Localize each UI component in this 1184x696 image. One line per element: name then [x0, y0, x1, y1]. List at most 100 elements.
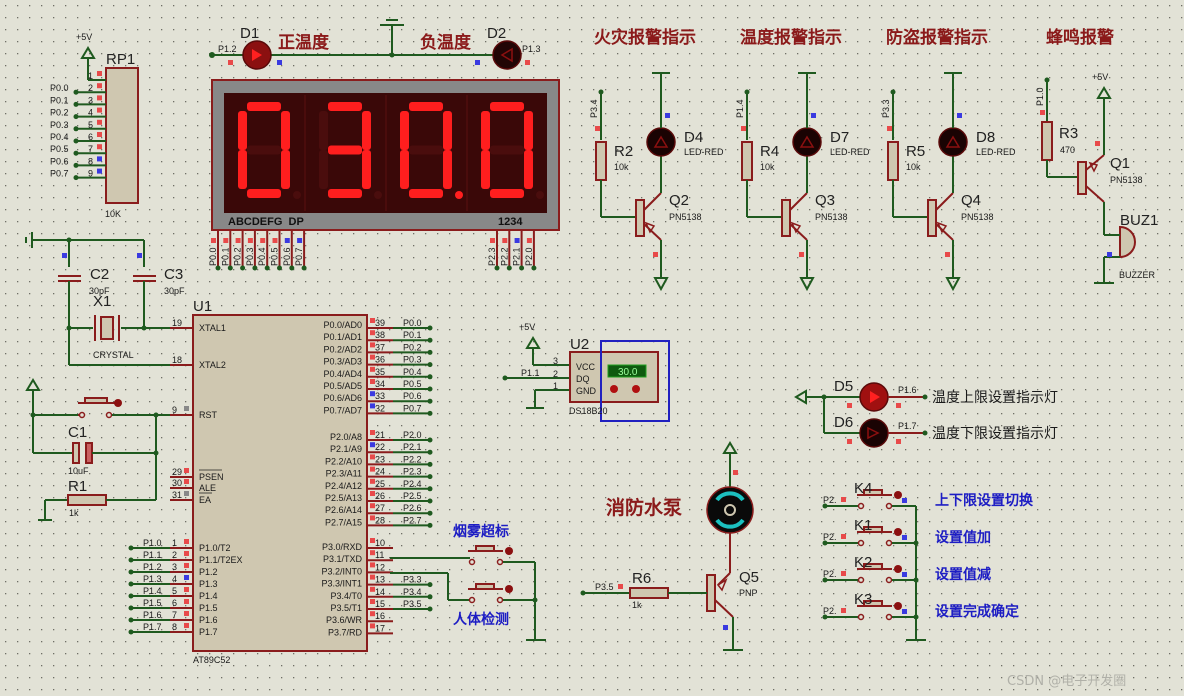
mcu-pin-num: 1 [172, 538, 177, 548]
alarm-led[interactable] [938, 127, 968, 157]
mcu-pin-net: P2.5 [403, 491, 422, 501]
c3-value: 30pF [164, 286, 185, 296]
d2-label: 负温度 [420, 32, 472, 53]
sensor-switches: 烟雾超标 人体检测 [390, 523, 546, 641]
mcu-pin-num: 3 [172, 562, 177, 572]
limit-led-ref: D5 [834, 378, 853, 395]
mcu-pin-name: P1.1/T2EX [199, 555, 243, 565]
alarm-resistor-value: 10k [760, 162, 775, 172]
segment-g [490, 145, 524, 155]
mcu-pin-net: P1.3 [143, 574, 162, 584]
mcu-pin-num: 29 [172, 467, 182, 477]
setting-keys: P2.K4上下限设置切换P2.K1设置值加P2.K2设置值减P2.K3设置完成确… [822, 480, 1034, 641]
decimal-point [293, 191, 301, 199]
rp1-pin-num: 5 [88, 120, 93, 130]
key-ref: K2 [854, 554, 872, 571]
d1-label: 正温度 [278, 32, 330, 53]
mcu-pin-name: P3.4/T0 [330, 591, 362, 601]
key-ref: K3 [854, 591, 872, 608]
segment-e [400, 150, 409, 189]
mcu-pin-num: 16 [375, 611, 385, 621]
segment-f [319, 111, 328, 150]
mcu-pin-net: P0.6 [403, 391, 422, 401]
mcu-pin-net: P0.5 [403, 379, 422, 389]
rp1-pin-num: 8 [88, 156, 93, 166]
d2-net: P1.3 [522, 44, 541, 54]
alarm-led[interactable] [792, 127, 822, 157]
mcu-pin-num: 18 [172, 355, 182, 365]
mcu-pin-name: P0.7/AD7 [323, 405, 362, 415]
mcu-pin-net: P2.6 [403, 503, 422, 513]
rp1-pin-net: P0.5 [50, 144, 69, 154]
digit-4 [481, 102, 544, 199]
q1-ref: Q1 [1110, 155, 1130, 172]
key-button[interactable] [857, 600, 907, 621]
segment-d [409, 189, 443, 198]
pump-motor[interactable] [706, 486, 754, 534]
mcu-pin-net: P0.2 [403, 342, 422, 352]
ds18b20-down-button[interactable] [610, 385, 618, 393]
rp1-pin-num: 1 [88, 71, 93, 81]
q5-ref: Q5 [739, 569, 759, 586]
led-d2[interactable] [492, 40, 522, 70]
segment-g [409, 145, 443, 155]
rp1-pin-net: P0.1 [50, 95, 69, 105]
mcu-pin-num: 32 [375, 403, 385, 413]
buzzer-circuit: 蜂鸣报警 P1.0 R3 470 Q1 PN5138 +5V BUZ1 BUZZ… [1035, 27, 1158, 284]
mcu-pin-num: 9 [172, 405, 177, 415]
alarm-resistor-ref: R4 [760, 143, 779, 160]
segment-label: ABCDEFG DP [228, 216, 304, 228]
alarm-resistor-ref: R5 [906, 143, 925, 160]
reset-button[interactable] [78, 397, 122, 419]
body-sensor-switch[interactable] [468, 583, 513, 604]
alarm-led[interactable] [646, 127, 676, 157]
segment-d [328, 189, 362, 198]
led-d1[interactable] [242, 40, 272, 70]
mcu-pin-num: 27 [375, 503, 385, 513]
r3-ref: R3 [1059, 125, 1078, 142]
limit-led[interactable] [859, 418, 889, 448]
key-button[interactable] [857, 563, 907, 584]
mcu-pin-net: P2.3 [403, 467, 422, 477]
x1-value: CRYSTAL [93, 350, 134, 360]
mcu-pin-name: P1.6 [199, 615, 218, 625]
smoke-sensor-switch[interactable] [468, 545, 513, 566]
mcu-pin-net: P2.0 [403, 430, 422, 440]
rp1-pin-net: P0.0 [50, 83, 69, 93]
body-label: 人体检测 [453, 611, 509, 628]
mcu-pin-net: P1.4 [143, 586, 162, 596]
mcu-pin-num: 35 [375, 367, 385, 377]
rp1-pin-num: 2 [88, 83, 93, 93]
mcu-pin-name: P1.7 [199, 627, 218, 637]
key-button[interactable] [857, 526, 907, 547]
segment-a [247, 102, 281, 111]
limit-led-ref: D6 [834, 414, 853, 431]
rp1-pin-net: P0.7 [50, 169, 69, 179]
smoke-label: 烟雾超标 [453, 523, 509, 540]
mcu-pin-num: 39 [375, 318, 385, 328]
segment-g [247, 145, 281, 155]
segment-a [490, 102, 524, 111]
mcu-pin-name: P1.4 [199, 591, 218, 601]
key-net: P2. [823, 532, 837, 542]
alarm-title: 火灾报警指示 [594, 27, 696, 48]
r1-value: 1k [69, 508, 79, 518]
mcu-pin-name: RST [199, 410, 218, 420]
mcu-pin-net: P3.3 [403, 575, 422, 585]
alarm-title: 防盗报警指示 [886, 27, 988, 48]
mcu-pin-net: P0.4 [403, 367, 422, 377]
limit-led[interactable] [859, 382, 889, 412]
mcu-pin-name: P0.2/AD2 [323, 344, 362, 354]
mcu-pin-net: P2.7 [403, 515, 422, 525]
ds18b20-ref: U2 [570, 336, 589, 353]
ds18b20-pin-name: GND [576, 386, 597, 396]
alarm-title: 温度报警指示 [740, 27, 842, 48]
ds18b20-up-button[interactable] [632, 385, 640, 393]
key-button[interactable] [857, 489, 907, 510]
